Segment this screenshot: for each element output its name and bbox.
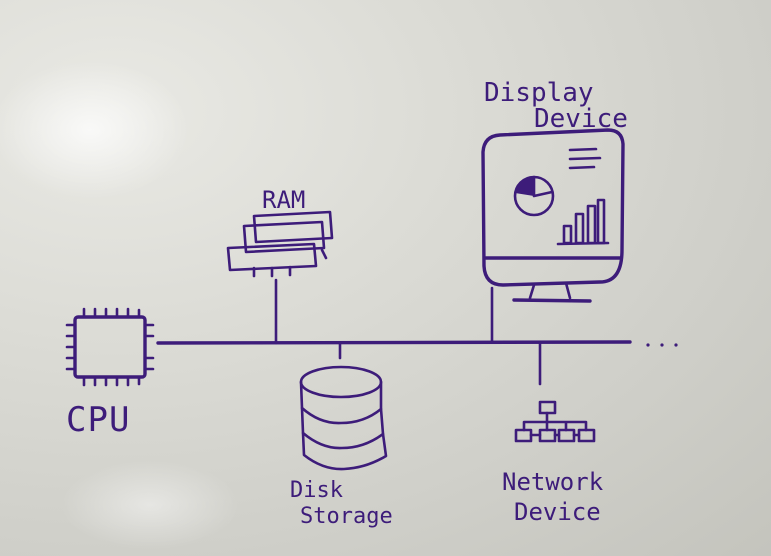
bus-continuation-dots: [646, 343, 678, 347]
network-device-icon: [514, 400, 596, 443]
bar-chart-icon: [556, 198, 610, 246]
display-device-label-line2: Device: [534, 104, 628, 134]
disk-storage-icon: [299, 365, 388, 471]
ram-modules-icon: [226, 210, 334, 278]
cpu-chip-icon: [65, 307, 155, 387]
system-bus: [156, 278, 632, 386]
network-device-label-line2: Device: [514, 498, 601, 526]
disk-storage-label-line1: Disk: [290, 478, 343, 503]
pie-chart-icon: [513, 175, 555, 217]
display-device-label-line1: Display: [484, 78, 594, 108]
display-monitor-icon: [481, 128, 625, 303]
disk-storage-label-line2: Storage: [300, 504, 393, 529]
network-device-label-line1: Network: [502, 468, 604, 496]
ram-label: RAM: [262, 186, 306, 214]
cpu-label: CPU: [66, 400, 131, 440]
